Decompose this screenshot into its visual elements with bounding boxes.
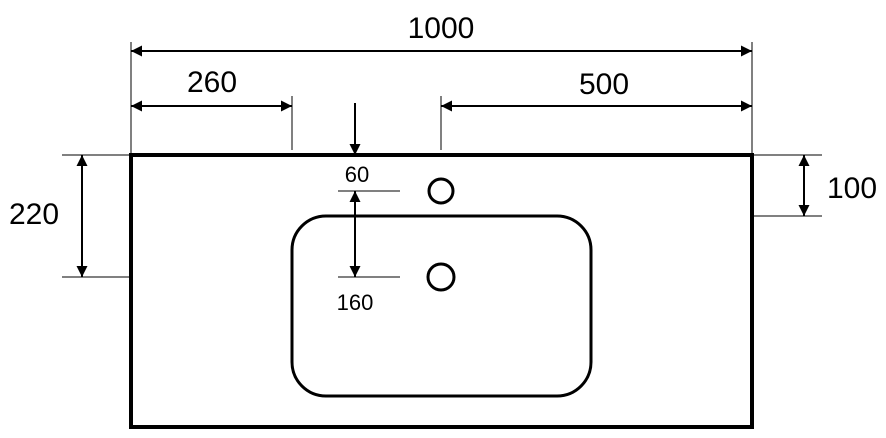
label-right-height: 100 bbox=[827, 172, 877, 205]
dimension-lines bbox=[76, 45, 810, 277]
tap-hole-lower bbox=[426, 262, 456, 292]
label-overall-width: 1000 bbox=[408, 12, 475, 45]
tap-hole-upper bbox=[427, 177, 455, 205]
extension-lines bbox=[62, 42, 822, 278]
label-hole-offset-second: 160 bbox=[337, 290, 374, 315]
basin-outline bbox=[290, 214, 593, 398]
label-left-height: 220 bbox=[9, 198, 59, 231]
label-left-offset: 260 bbox=[187, 66, 237, 99]
label-hole-offset-top: 60 bbox=[345, 162, 369, 187]
label-right-offset: 500 bbox=[579, 68, 629, 101]
countertop-outline bbox=[129, 153, 754, 429]
